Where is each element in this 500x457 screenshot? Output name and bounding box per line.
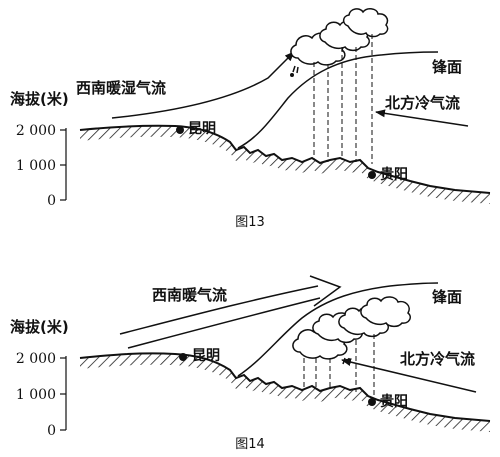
guiyang-marker [368,398,376,406]
precipitation-lines [303,334,375,398]
cold-flow-arrow [375,109,469,127]
cold-flow-label: 北方冷气流 [400,350,475,368]
tick-label: 2 000 [16,123,56,139]
figure-caption: 图13 [235,215,265,230]
cloud-icon [292,296,411,365]
warm-humid-flow-arrow [111,51,295,119]
tick-label: 0 [47,423,56,439]
tick-label: 1 000 [16,387,56,403]
guiyang-label: 贵阳 [380,166,408,183]
guiyang-marker [368,171,376,179]
front-line [237,282,439,377]
figure-caption: 图14 [235,437,265,452]
warm-humid-flow-label: 西南暖湿气流 [76,79,166,97]
kunming-label: 昆明 [192,348,220,364]
y-axis: 海拔(米) 2 000 1 000 0 [10,90,69,209]
tick-label: 1 000 [16,158,56,174]
kunming-marker [179,353,187,361]
cloud-icon [290,8,389,77]
tick-label: 0 [47,193,56,209]
y-axis-label: 海拔(米) [10,318,69,336]
terrain-profile [79,352,491,432]
terrain-profile [79,124,491,204]
guiyang-label: 贵阳 [380,393,408,410]
front-label: 锋面 [432,288,462,306]
kunming-marker [176,126,184,134]
cold-flow-arrow [341,358,477,393]
precipitation-lines [313,34,373,164]
kunming-label: 昆明 [188,121,216,137]
y-axis-label: 海拔(米) [10,90,69,108]
figure-14: 海拔(米) 2 000 1 000 0 锋面 西南暖气流 [10,275,491,452]
warm-flow-label: 西南暖气流 [152,286,227,304]
tick-label: 2 000 [16,351,56,367]
figure-13: 海拔(米) 2 000 1 000 0 锋面 西南暖湿气流 [10,8,491,230]
front-label: 锋面 [432,58,462,76]
front-line [237,51,439,149]
cold-flow-label: 北方冷气流 [385,94,460,112]
y-axis: 海拔(米) 2 000 1 000 0 [10,318,69,439]
warm-flow-arrow [119,275,342,349]
